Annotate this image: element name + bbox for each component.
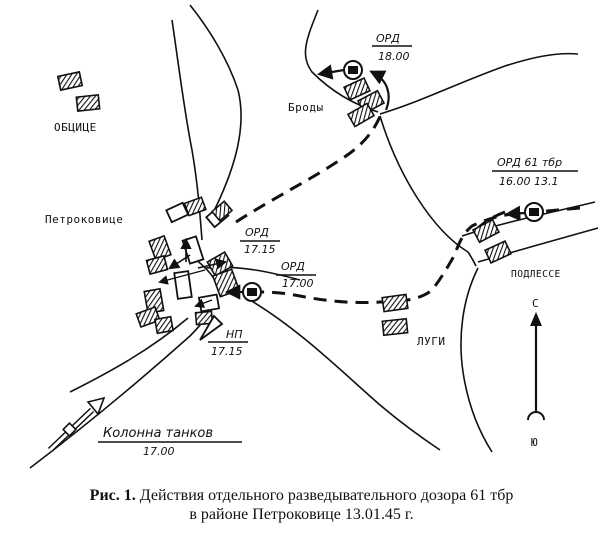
compass: С Ю xyxy=(527,297,545,449)
patrol-arrow-podlesse xyxy=(504,205,526,221)
label-brody: Броды xyxy=(288,101,324,114)
obcice-block-2 xyxy=(75,94,101,112)
roads xyxy=(29,4,599,469)
obcice-block-1 xyxy=(56,70,84,92)
annotation-np: НП 17.15 xyxy=(208,328,248,358)
lugi-village xyxy=(381,293,409,337)
annotation-title: НП xyxy=(226,328,243,341)
brody-block-3 xyxy=(346,102,376,128)
annotation-time: 17.00 xyxy=(143,445,175,458)
annotation-time: 18.00 xyxy=(378,50,410,63)
annotation-title: Колонна танков xyxy=(103,426,213,441)
label-obcice: ОБЦИЦЕ xyxy=(54,121,97,134)
patrol-marker-podlesse xyxy=(504,202,544,222)
brody-village xyxy=(343,76,386,128)
patrol-marker-center xyxy=(224,282,262,302)
road-lugi-valley xyxy=(460,267,493,453)
column-arrowhead xyxy=(86,396,106,416)
road-north-3 xyxy=(304,9,379,113)
annotation-title: ОРД 61 тбр xyxy=(497,156,562,169)
petrokovice-village xyxy=(135,196,241,335)
obcice-village xyxy=(56,70,101,112)
annotation-time: 17.15 xyxy=(211,345,243,358)
caption-text-1: Действия отдельного разведывательного до… xyxy=(139,487,514,504)
label-lugi: ЛУГИ xyxy=(417,335,446,348)
label-petrokovice: Петроковице xyxy=(45,213,123,226)
tank-marker-core xyxy=(247,288,257,296)
annotation-time: 16.00 13.1 xyxy=(499,175,558,188)
lugi-block-2 xyxy=(381,317,409,337)
column-diamond-icon xyxy=(62,422,77,437)
patrol-arrow-brody xyxy=(316,64,345,80)
brody-block-1 xyxy=(343,76,371,102)
annotation-title: ОРД xyxy=(245,226,269,239)
caption-prefix: Рис. 1. xyxy=(89,487,136,504)
petrokovice-block-7 xyxy=(145,254,169,276)
tank-column-arrow xyxy=(47,396,106,453)
route-to-brody xyxy=(235,111,384,224)
annotation-time: 17.15 xyxy=(244,243,276,256)
annotation-ord-1715: ОРД 17.15 xyxy=(240,226,280,256)
annotation-time: 17.00 xyxy=(282,277,314,290)
road-north-1 xyxy=(171,19,203,241)
petrokovice-block-1 xyxy=(165,201,190,224)
road-brody-south xyxy=(379,115,477,267)
np-marker xyxy=(199,314,224,341)
petrokovice-block-2 xyxy=(183,196,207,217)
annotation-title: ОРД xyxy=(376,32,400,45)
annotation-ord-1700: ОРД 17.00 xyxy=(276,260,316,290)
compass-south-label: Ю xyxy=(531,436,538,449)
annotation-column: Колонна танков 17.00 xyxy=(98,426,242,458)
petrokovice-block-15 xyxy=(194,310,214,326)
figure-caption: Рис. 1. Действия отдельного разведывател… xyxy=(0,486,603,524)
np-flag-icon xyxy=(199,314,224,341)
compass-north-label: С xyxy=(532,297,539,310)
tank-marker-core xyxy=(348,66,358,74)
petrokovice-block-4 xyxy=(210,200,234,222)
petrokovice-block-14 xyxy=(197,293,221,313)
compass-north-arrow-icon xyxy=(530,312,542,326)
road-west-upper xyxy=(69,317,189,393)
podlesse-block-2 xyxy=(484,239,512,265)
annotation-ord-61: ОРД 61 тбр 16.00 13.1 xyxy=(492,156,578,188)
petrokovice-block-13 xyxy=(153,315,175,335)
caption-line-2: в районе Петроковице 13.01.45 г. xyxy=(189,506,414,523)
tank-marker-core xyxy=(529,208,539,216)
move-arrow-2 xyxy=(197,258,228,270)
patrol-marker-brody xyxy=(316,60,390,111)
annotation-title: ОРД xyxy=(281,260,305,273)
approach-arrow-brody xyxy=(369,70,390,111)
road-north-2 xyxy=(189,4,242,216)
podlesse-village xyxy=(471,218,512,265)
move-arrow-1 xyxy=(168,254,191,270)
move-arrow-5 xyxy=(194,298,213,308)
petrokovice-block-12 xyxy=(135,305,161,329)
label-podlesse: ПОДЛЕССЕ xyxy=(511,269,561,280)
caption-line-1: Рис. 1. Действия отдельного разведывател… xyxy=(0,486,603,505)
road-south-1 xyxy=(249,299,441,451)
move-arrow-4 xyxy=(158,269,206,285)
podlesse-block-1 xyxy=(471,218,501,244)
lugi-block-1 xyxy=(381,293,409,313)
compass-south-tail-icon xyxy=(527,411,545,421)
movement-arrows xyxy=(158,237,228,308)
road-brody-east xyxy=(379,52,579,115)
petrokovice-block-9 xyxy=(173,270,193,300)
annotation-ord-brody: ОРД 18.00 xyxy=(372,32,412,63)
